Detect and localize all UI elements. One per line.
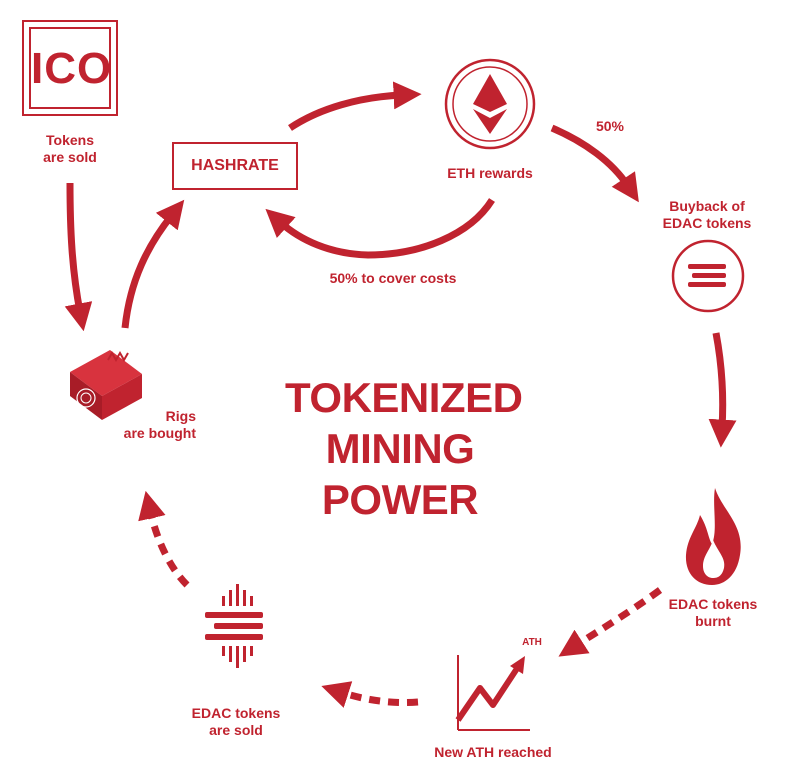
hashrate-box: HASHRATE xyxy=(172,142,298,190)
edge-label-50-percent: 50% xyxy=(595,118,625,134)
chart-up-icon xyxy=(455,655,530,731)
burnt-label-line1: EDAC tokens xyxy=(668,596,758,612)
buyback-label-line2: EDAC tokens xyxy=(662,215,752,231)
edac-sold-label: EDAC tokens are sold xyxy=(188,705,284,739)
eth-rewards-label: ETH rewards xyxy=(447,165,533,181)
ico-label: Tokens are sold xyxy=(30,132,110,166)
center-title-line2: MINING xyxy=(325,425,475,472)
edac-sold-label-line2: are sold xyxy=(209,722,263,738)
edac-logo-icon xyxy=(205,584,263,668)
rigs-label-line1: Rigs xyxy=(165,408,196,424)
arrow-ico-to-rigs xyxy=(64,182,93,332)
edac-sold-label-line1: EDAC tokens xyxy=(191,705,281,721)
arrow-rigs-to-hashrate xyxy=(121,199,185,329)
burnt-label: EDAC tokens burnt xyxy=(665,596,761,630)
arrow-burn-to-ath xyxy=(558,587,663,657)
rigs-label: Rigs are bought xyxy=(100,408,196,442)
rigs-label-line2: are bought xyxy=(123,425,196,441)
ath-chart-label: ATH xyxy=(522,637,542,648)
arrow-sold-to-rigs xyxy=(138,490,190,588)
buyback-label-line1: Buyback of xyxy=(669,198,745,214)
arrow-eth-to-hashrate xyxy=(265,198,495,259)
ethereum-icon xyxy=(444,58,536,150)
arrow-eth-to-buyback xyxy=(550,124,639,203)
mining-rig-icon xyxy=(70,350,142,420)
new-ath-label: New ATH reached xyxy=(434,744,552,760)
edac-token-icon xyxy=(671,239,745,313)
center-title-line3: POWER xyxy=(321,476,479,523)
ico-box: ICO xyxy=(22,20,118,116)
flame-icon xyxy=(685,488,741,585)
buyback-label: Buyback of EDAC tokens xyxy=(655,198,759,232)
center-title-line1: TOKENIZED xyxy=(285,374,523,421)
center-title: TOKENIZED MINING POWER xyxy=(285,372,523,525)
edge-label-cover-costs: 50% to cover costs xyxy=(329,270,457,286)
arrow-hashrate-to-eth xyxy=(288,81,422,131)
ico-text: ICO xyxy=(29,27,111,109)
burnt-label-line2: burnt xyxy=(695,613,731,629)
ico-label-line2: are sold xyxy=(43,149,97,165)
arrow-ath-to-sold xyxy=(321,681,419,708)
arrow-buyback-to-burn xyxy=(708,332,737,448)
ico-label-line1: Tokens xyxy=(46,132,94,148)
